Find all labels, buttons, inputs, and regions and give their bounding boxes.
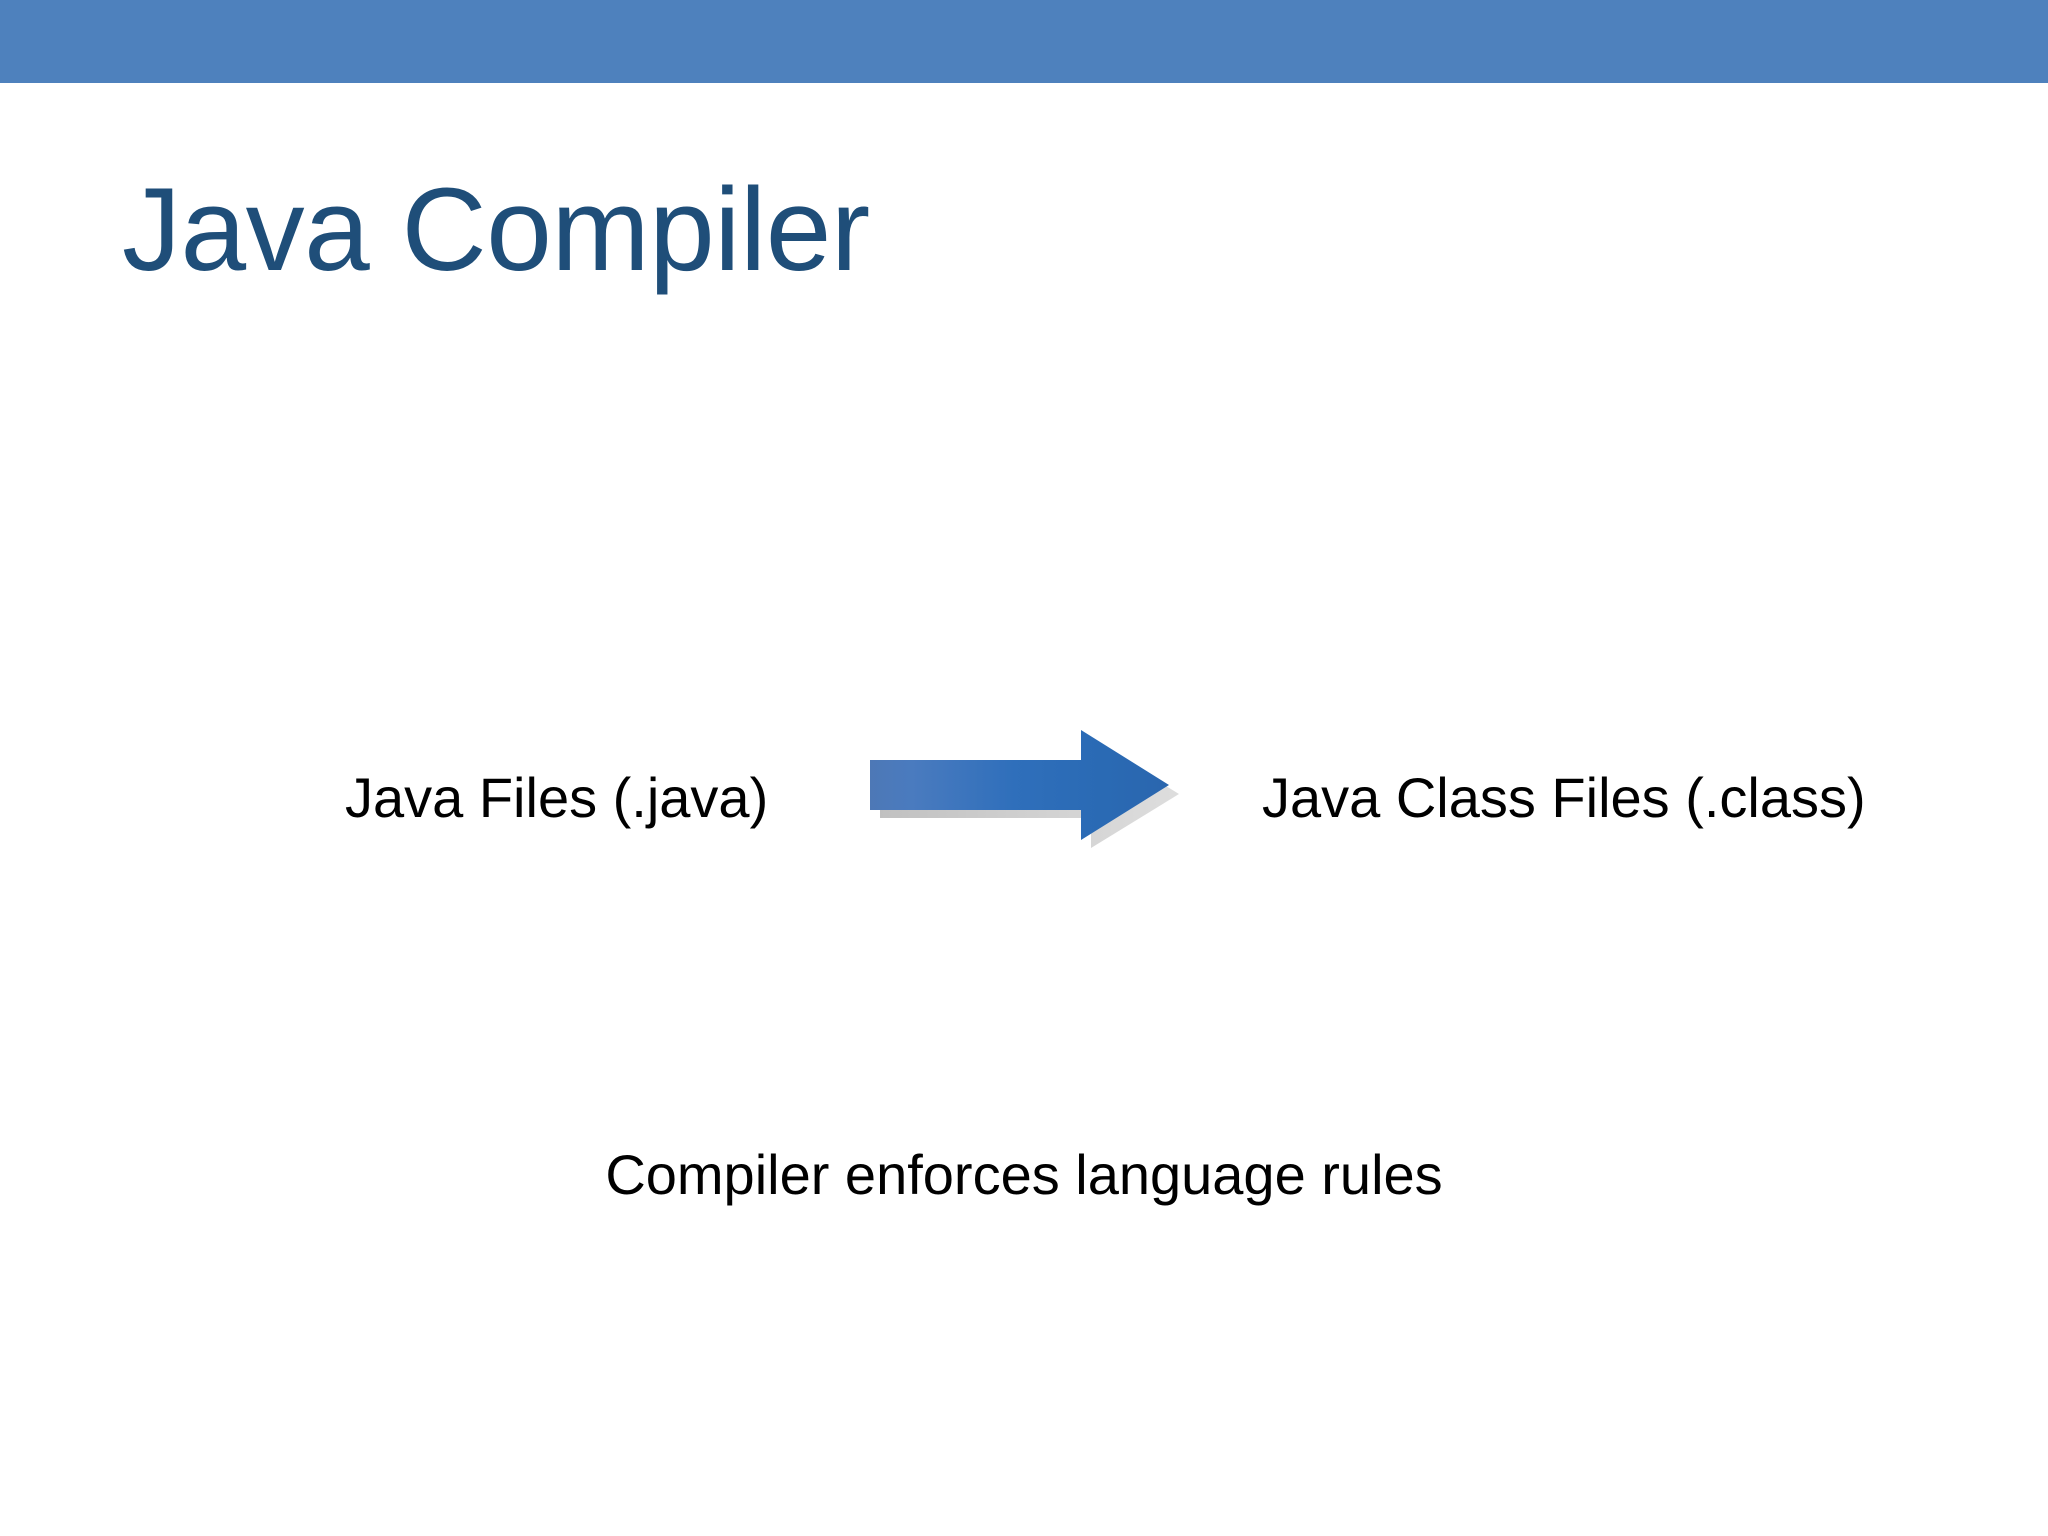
top-banner — [0, 0, 2048, 83]
source-files-label: Java Files (.java) — [345, 766, 769, 829]
page-title: Java Compiler — [122, 164, 870, 296]
compiler-caption: Compiler enforces language rules — [605, 1143, 1443, 1206]
compiler-flow-diagram: Java Files (.java) — [0, 700, 2048, 900]
right-block-arrow-icon — [862, 722, 1182, 852]
class-files-label: Java Class Files (.class) — [1262, 766, 1866, 829]
